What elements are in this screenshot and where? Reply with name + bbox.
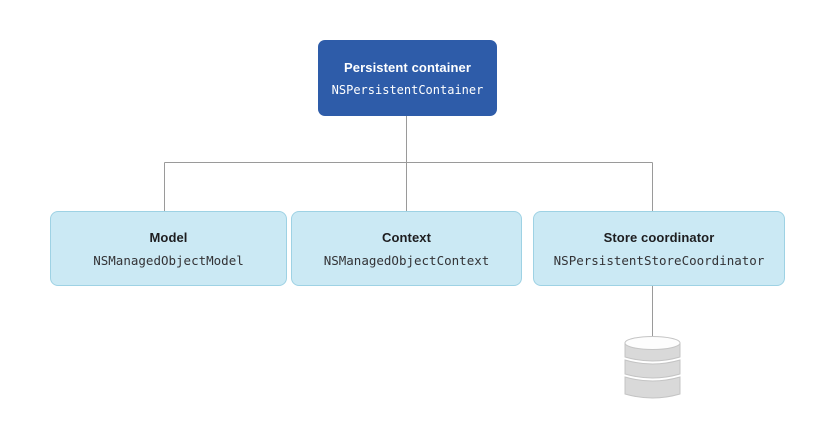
node-store-coordinator-title: Store coordinator (603, 229, 715, 245)
node-persistent-container-title: Persistent container (344, 59, 471, 75)
database-band-middle (624, 359, 681, 379)
node-store-coordinator-class: NSPersistentStoreCoordinator (553, 252, 765, 268)
node-context-title: Context (381, 229, 432, 245)
node-model-class: NSManagedObjectModel (93, 252, 244, 268)
node-context: Context NSManagedObjectContext (291, 211, 522, 286)
node-store-coordinator: Store coordinator NSPersistentStoreCoord… (533, 211, 785, 286)
database-band-bottom (624, 376, 681, 399)
node-persistent-container-class: NSPersistentContainer (331, 82, 484, 97)
node-model-title: Model (149, 229, 188, 245)
node-context-class: NSManagedObjectContext (323, 252, 490, 268)
database-top-face (624, 336, 681, 350)
node-persistent-container: Persistent container NSPersistentContain… (318, 40, 497, 116)
node-model: Model NSManagedObjectModel (50, 211, 287, 286)
database-icon (624, 336, 681, 399)
